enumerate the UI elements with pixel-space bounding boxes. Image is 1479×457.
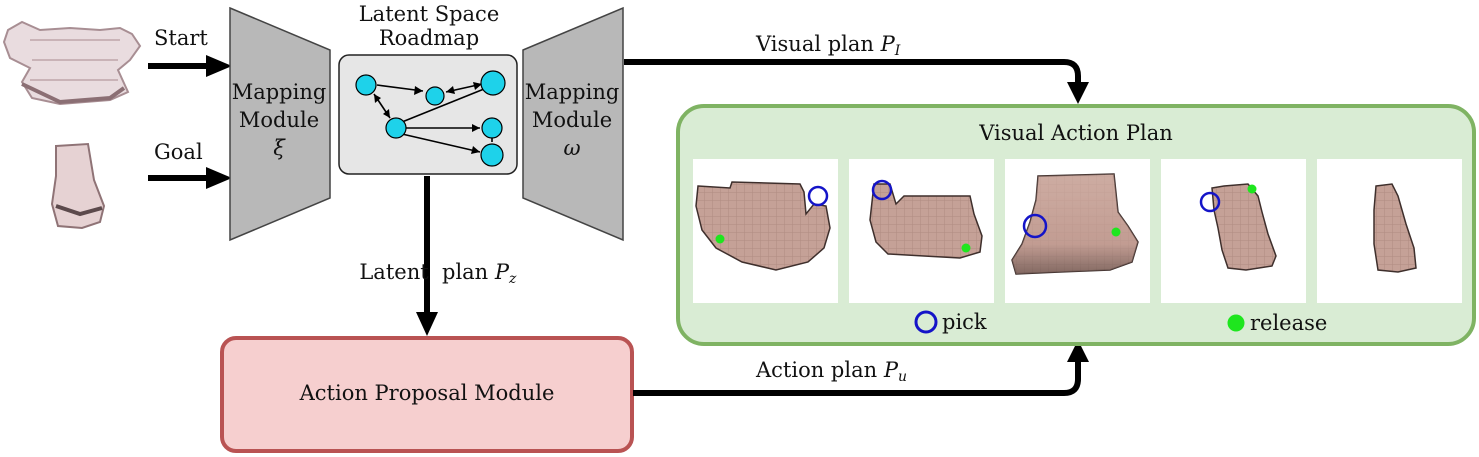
mapping-right-line1: Mapping — [524, 80, 620, 104]
visual-action-plan-title: Visual Action Plan — [979, 121, 1173, 145]
legend-pick-label: pick — [942, 310, 987, 334]
latent-plan-var: P — [494, 260, 510, 284]
mapping-right-symbol: ω — [563, 136, 581, 160]
roadmap-node — [480, 143, 504, 167]
action-proposal-label: Action Proposal Module — [299, 381, 555, 405]
mapping-left-line1: Mapping — [231, 80, 327, 104]
roadmap-arrowheads — [374, 82, 496, 154]
roadmap-node — [355, 74, 377, 96]
action-plan-sub: u — [897, 369, 907, 385]
start-cloth-image — [2, 20, 142, 106]
plan-frame-4-cloth — [1199, 183, 1277, 271]
roadmap-node — [425, 86, 445, 106]
visual-plan-sub: I — [894, 43, 901, 59]
roadmap-node — [480, 70, 506, 96]
release-marker — [961, 243, 971, 253]
roadmap-nodes — [355, 70, 506, 167]
action-plan-label: Action plan Pu — [756, 358, 907, 389]
release-marker — [715, 234, 725, 244]
goal-label: Goal — [154, 140, 203, 164]
roadmap-node — [385, 117, 407, 139]
mapping-left-line2: Module — [238, 108, 320, 132]
goal-cloth-image — [50, 142, 106, 230]
mapping-right-line2: Module — [531, 108, 613, 132]
latent-plan-label: Latent plan Pz — [346, 236, 516, 291]
mapping-module-left-shape — [229, 6, 331, 242]
latent-plan-arrow — [416, 176, 438, 336]
plan-frame-5-cloth — [1373, 183, 1417, 273]
action-plan-text: Action plan — [756, 358, 884, 382]
latent-plan-text: Latent plan — [359, 260, 495, 284]
plan-frame-2-cloth — [869, 179, 983, 259]
action-plan-var: P — [883, 358, 898, 382]
visual-plan-label: Visual plan PI — [756, 32, 900, 63]
visual-plan-arrow — [624, 59, 1089, 104]
goal-arrow — [148, 167, 232, 189]
pick-marker — [1022, 213, 1048, 239]
plan-frame-1-cloth — [695, 181, 831, 271]
action-proposal-box — [220, 336, 634, 453]
legend-release-icon — [1227, 314, 1245, 332]
legend-release-label: release — [1250, 311, 1328, 335]
mapping-left-symbol: ξ — [273, 136, 285, 160]
plan-frame-3-cloth — [1011, 173, 1139, 275]
start-label: Start — [154, 26, 208, 50]
pick-marker — [1199, 191, 1221, 213]
legend-pick-icon — [914, 310, 938, 334]
mapping-module-right-shape — [522, 6, 624, 242]
release-marker — [1247, 184, 1257, 194]
latent-plan-sub: z — [509, 271, 517, 287]
pick-marker — [871, 179, 893, 201]
mapping-module-left-label: Mapping Module ξ — [230, 80, 328, 160]
action-plan-arrow — [633, 340, 1089, 396]
roadmap-title: Latent Space Roadmap — [347, 2, 511, 50]
release-marker — [1111, 227, 1121, 237]
roadmap-node — [481, 117, 503, 139]
roadmap-title-line2: Roadmap — [378, 26, 480, 50]
mapping-module-right-label: Mapping Module ω — [523, 80, 621, 160]
roadmap-box — [338, 54, 518, 175]
visual-plan-text: Visual plan — [756, 32, 881, 56]
roadmap-title-line1: Latent Space — [358, 2, 500, 26]
visual-plan-var: P — [880, 32, 895, 56]
pick-marker — [807, 185, 829, 207]
start-arrow — [148, 55, 232, 77]
